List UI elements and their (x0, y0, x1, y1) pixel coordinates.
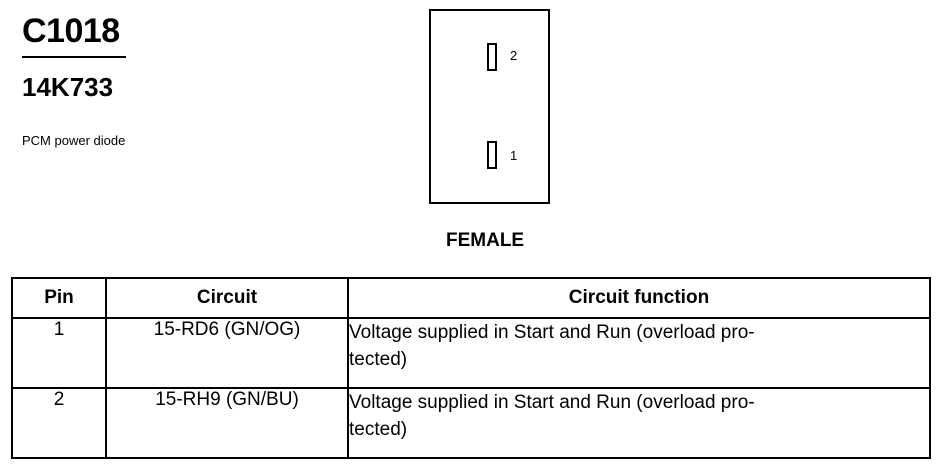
table-header-row: Pin Circuit Circuit function (11, 277, 931, 319)
pin-2-cavity (487, 43, 497, 71)
function-line: Voltage supplied in Start and Run (overl… (349, 392, 755, 413)
function-line: tected) (349, 349, 408, 370)
circuit-function-cell: Voltage supplied in Start and Run (overl… (347, 387, 931, 459)
pin-1-label: 1 (510, 148, 518, 163)
pin-1-cavity (487, 141, 497, 169)
pin-cell: 2 (11, 387, 107, 459)
function-line: tected) (349, 419, 408, 440)
header-circuit-function: Circuit function (347, 277, 931, 319)
part-number: 14K733 (22, 72, 114, 102)
pin-cell: 1 (11, 317, 107, 389)
pinout-table: Pin Circuit Circuit function 1 15-RD6 (G… (11, 277, 931, 459)
table-row: 2 15-RH9 (GN/BU) Voltage supplied in Sta… (11, 387, 931, 459)
table-row: 1 15-RD6 (GN/OG) Voltage supplied in Sta… (11, 317, 931, 389)
header-pin: Pin (11, 277, 107, 319)
pin-2-label: 2 (510, 48, 518, 63)
connector-face-diagram: 2 1 (429, 9, 550, 204)
connector-gender-label: FEMALE (446, 230, 525, 251)
connector-id: C1018 (22, 12, 120, 50)
circuit-cell: 15-RD6 (GN/OG) (105, 317, 349, 389)
circuit-cell: 15-RH9 (GN/BU) (105, 387, 349, 459)
function-line: Voltage supplied in Start and Run (overl… (349, 322, 755, 343)
connector-id-underline (22, 56, 126, 58)
header-circuit: Circuit (105, 277, 349, 319)
connector-description: PCM power diode (22, 133, 126, 148)
circuit-function-cell: Voltage supplied in Start and Run (overl… (347, 317, 931, 389)
